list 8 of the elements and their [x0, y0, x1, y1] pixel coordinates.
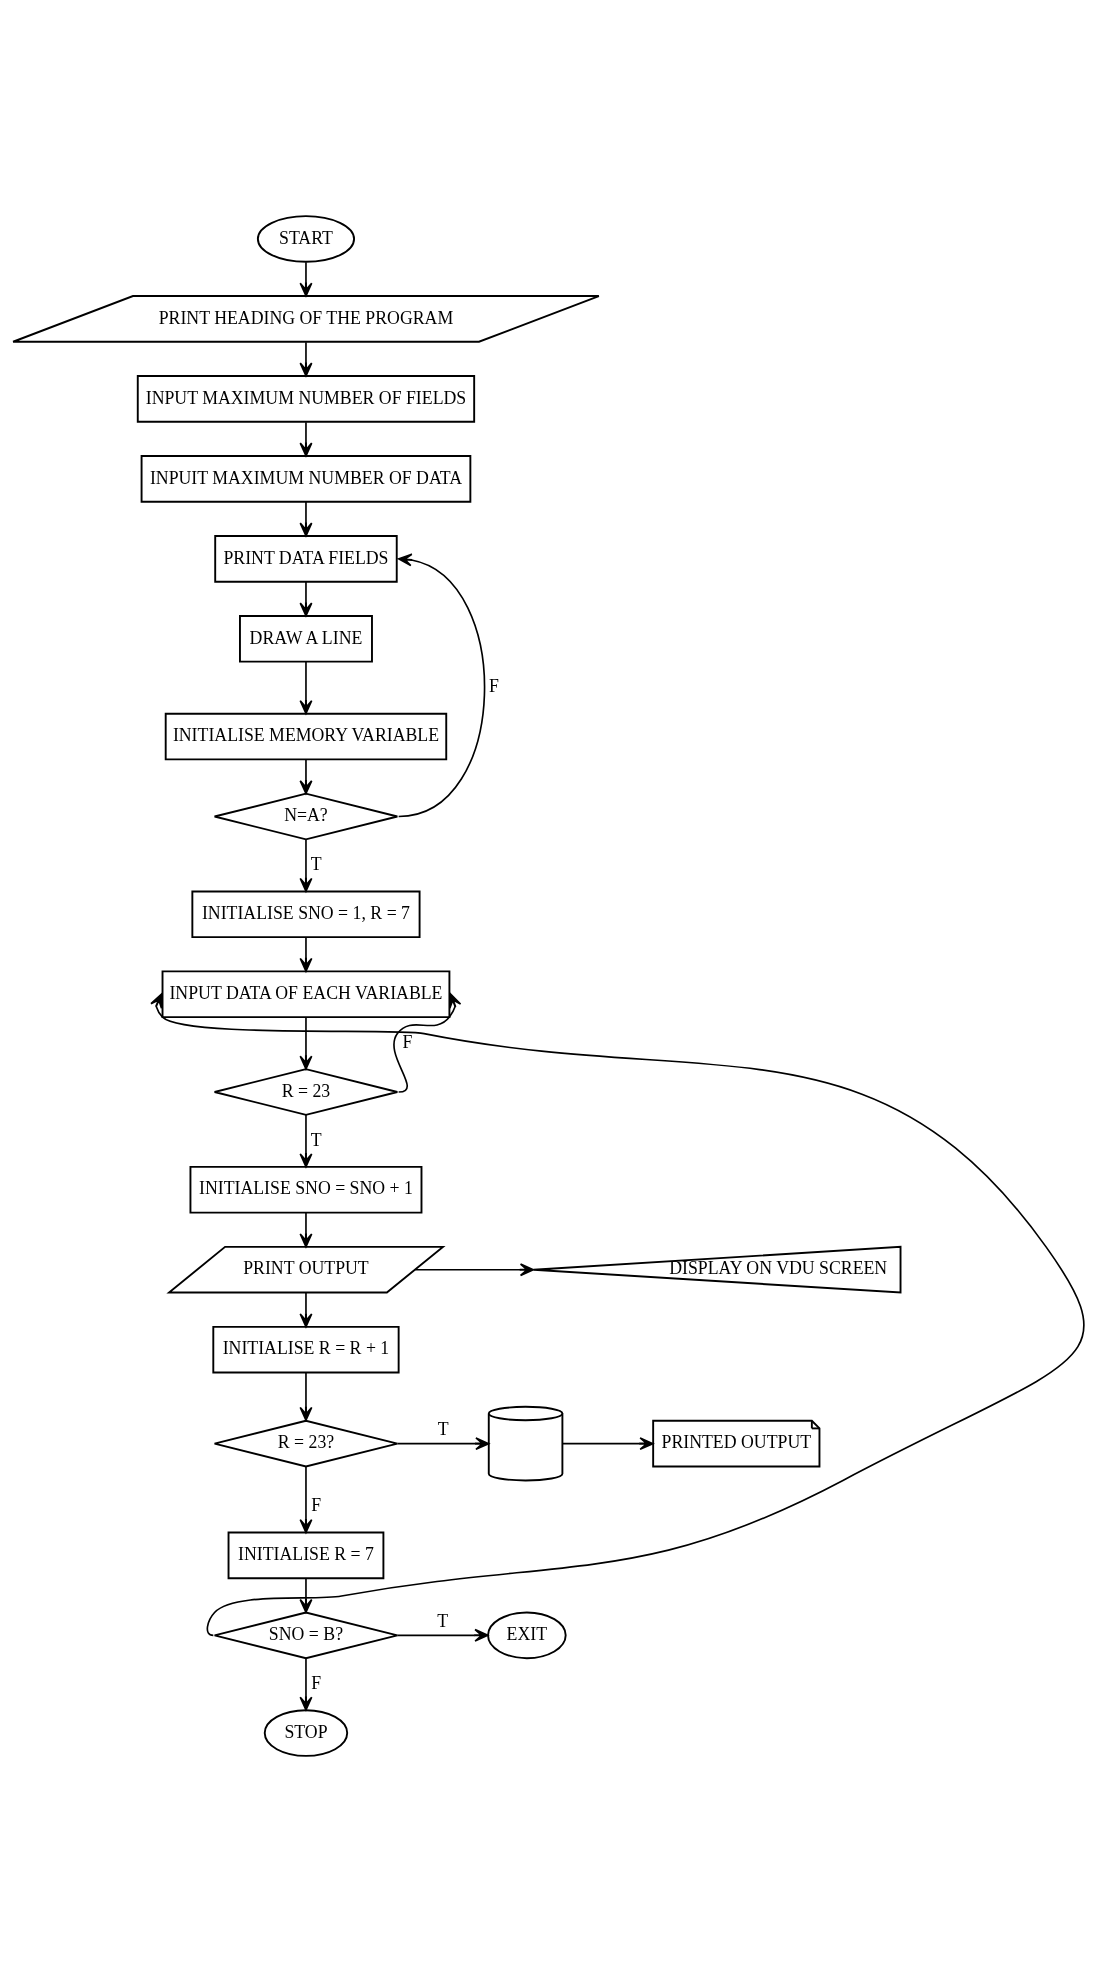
edge-label: F: [402, 1031, 413, 1052]
edge-label: F: [488, 676, 499, 697]
edge-label: T: [437, 1419, 449, 1439]
edge-label: T: [310, 1129, 322, 1150]
edge-label: T: [437, 1610, 449, 1631]
edge-label: T: [310, 854, 322, 875]
edge-label: F: [311, 1495, 322, 1516]
edge-label: F: [311, 1672, 322, 1693]
